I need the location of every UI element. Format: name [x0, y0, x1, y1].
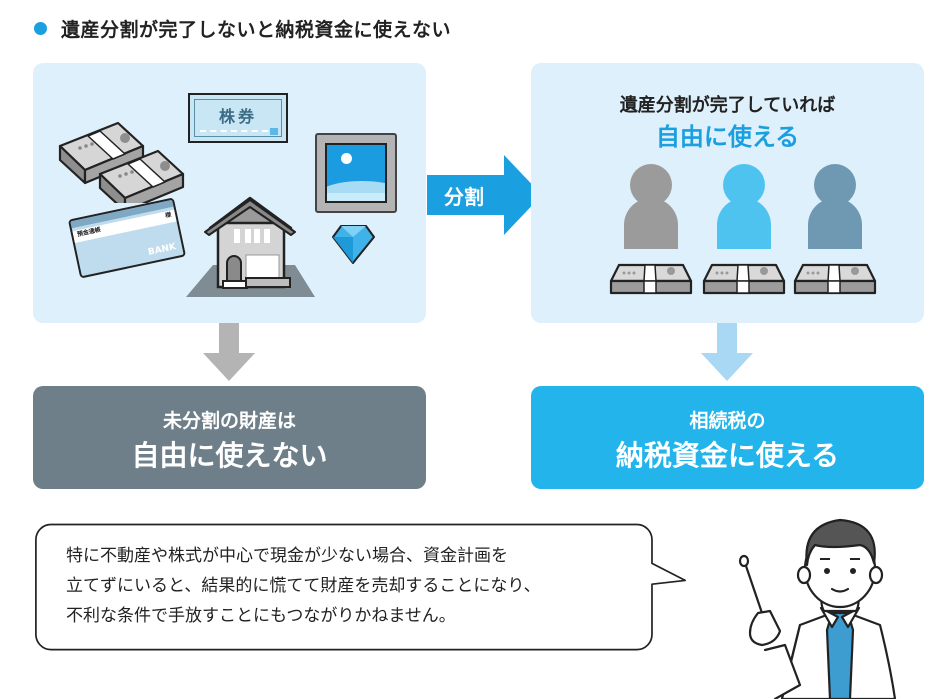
- presenter-man-icon: [738, 518, 897, 699]
- down-arrow-gray-icon: [203, 323, 255, 381]
- result-right-line1: 相続税の: [689, 410, 766, 432]
- split-arrow: 分割: [424, 155, 544, 235]
- person-silhouette-icon: [624, 164, 678, 249]
- heir-1-figure: [609, 164, 693, 295]
- result-left-line2: 自由に使えない: [131, 439, 328, 472]
- bank-passbook-icon: 預金通帳 様 BANK: [67, 197, 187, 279]
- diamond-icon: [332, 225, 375, 264]
- down-arrow-blue-icon: [701, 323, 753, 381]
- divided-assets-panel: 遺産分割が完了していれば 自由に使える: [531, 63, 924, 323]
- divided-panel-title: 遺産分割が完了していれば: [619, 95, 836, 116]
- cash-stack-icon: [793, 263, 877, 295]
- split-arrow-label: 分割: [444, 185, 484, 209]
- speech-line: 不利な条件で手放すことにもつながりかねません。: [66, 606, 456, 626]
- speech-line: 特に不動産や株式が中心で現金が少ない場合、資金計画を: [66, 546, 508, 566]
- section-heading: 遺産分割が完了しないと納税資金に使えない: [34, 12, 451, 44]
- result-usable: 相続税の 納税資金に使える: [531, 386, 924, 489]
- cash-stack-icon: [609, 263, 693, 295]
- undivided-assets-panel: 株券 預金通帳 様 BANK: [33, 63, 426, 323]
- stock-certificate-icon: 株券: [188, 93, 288, 143]
- heading-title: 遺産分割が完了しないと納税資金に使えない: [61, 18, 452, 41]
- person-silhouette-icon: [717, 164, 771, 249]
- speech-line: 立てずにいると、結果的に慌てて財産を売却することになり、: [66, 576, 541, 596]
- painting-icon: [315, 133, 397, 213]
- speech-text: 特に不動産や株式が中心で現金が少ない場合、資金計画を 立てずにいると、結果的に慌…: [66, 541, 666, 631]
- passbook-bank-label: BANK: [147, 242, 177, 258]
- cash-bundle-icon: [58, 121, 185, 203]
- house-icon: [186, 196, 315, 297]
- result-not-usable: 未分割の財産は 自由に使えない: [33, 386, 426, 489]
- person-silhouette-icon: [808, 164, 862, 249]
- heir-2-figure: [702, 164, 786, 295]
- right-arrow-icon: [427, 155, 542, 235]
- stock-certificate-label: 株券: [218, 107, 257, 126]
- heir-3-figure: [793, 164, 877, 295]
- cash-stack-icon: [702, 263, 786, 295]
- speech-bubble: [35, 523, 687, 651]
- divided-panel-subtitle: 自由に使える: [655, 123, 800, 151]
- result-right-line2: 納税資金に使える: [615, 439, 840, 472]
- circle-bullet-icon: [34, 21, 47, 35]
- result-left-line1: 未分割の財産は: [162, 410, 296, 432]
